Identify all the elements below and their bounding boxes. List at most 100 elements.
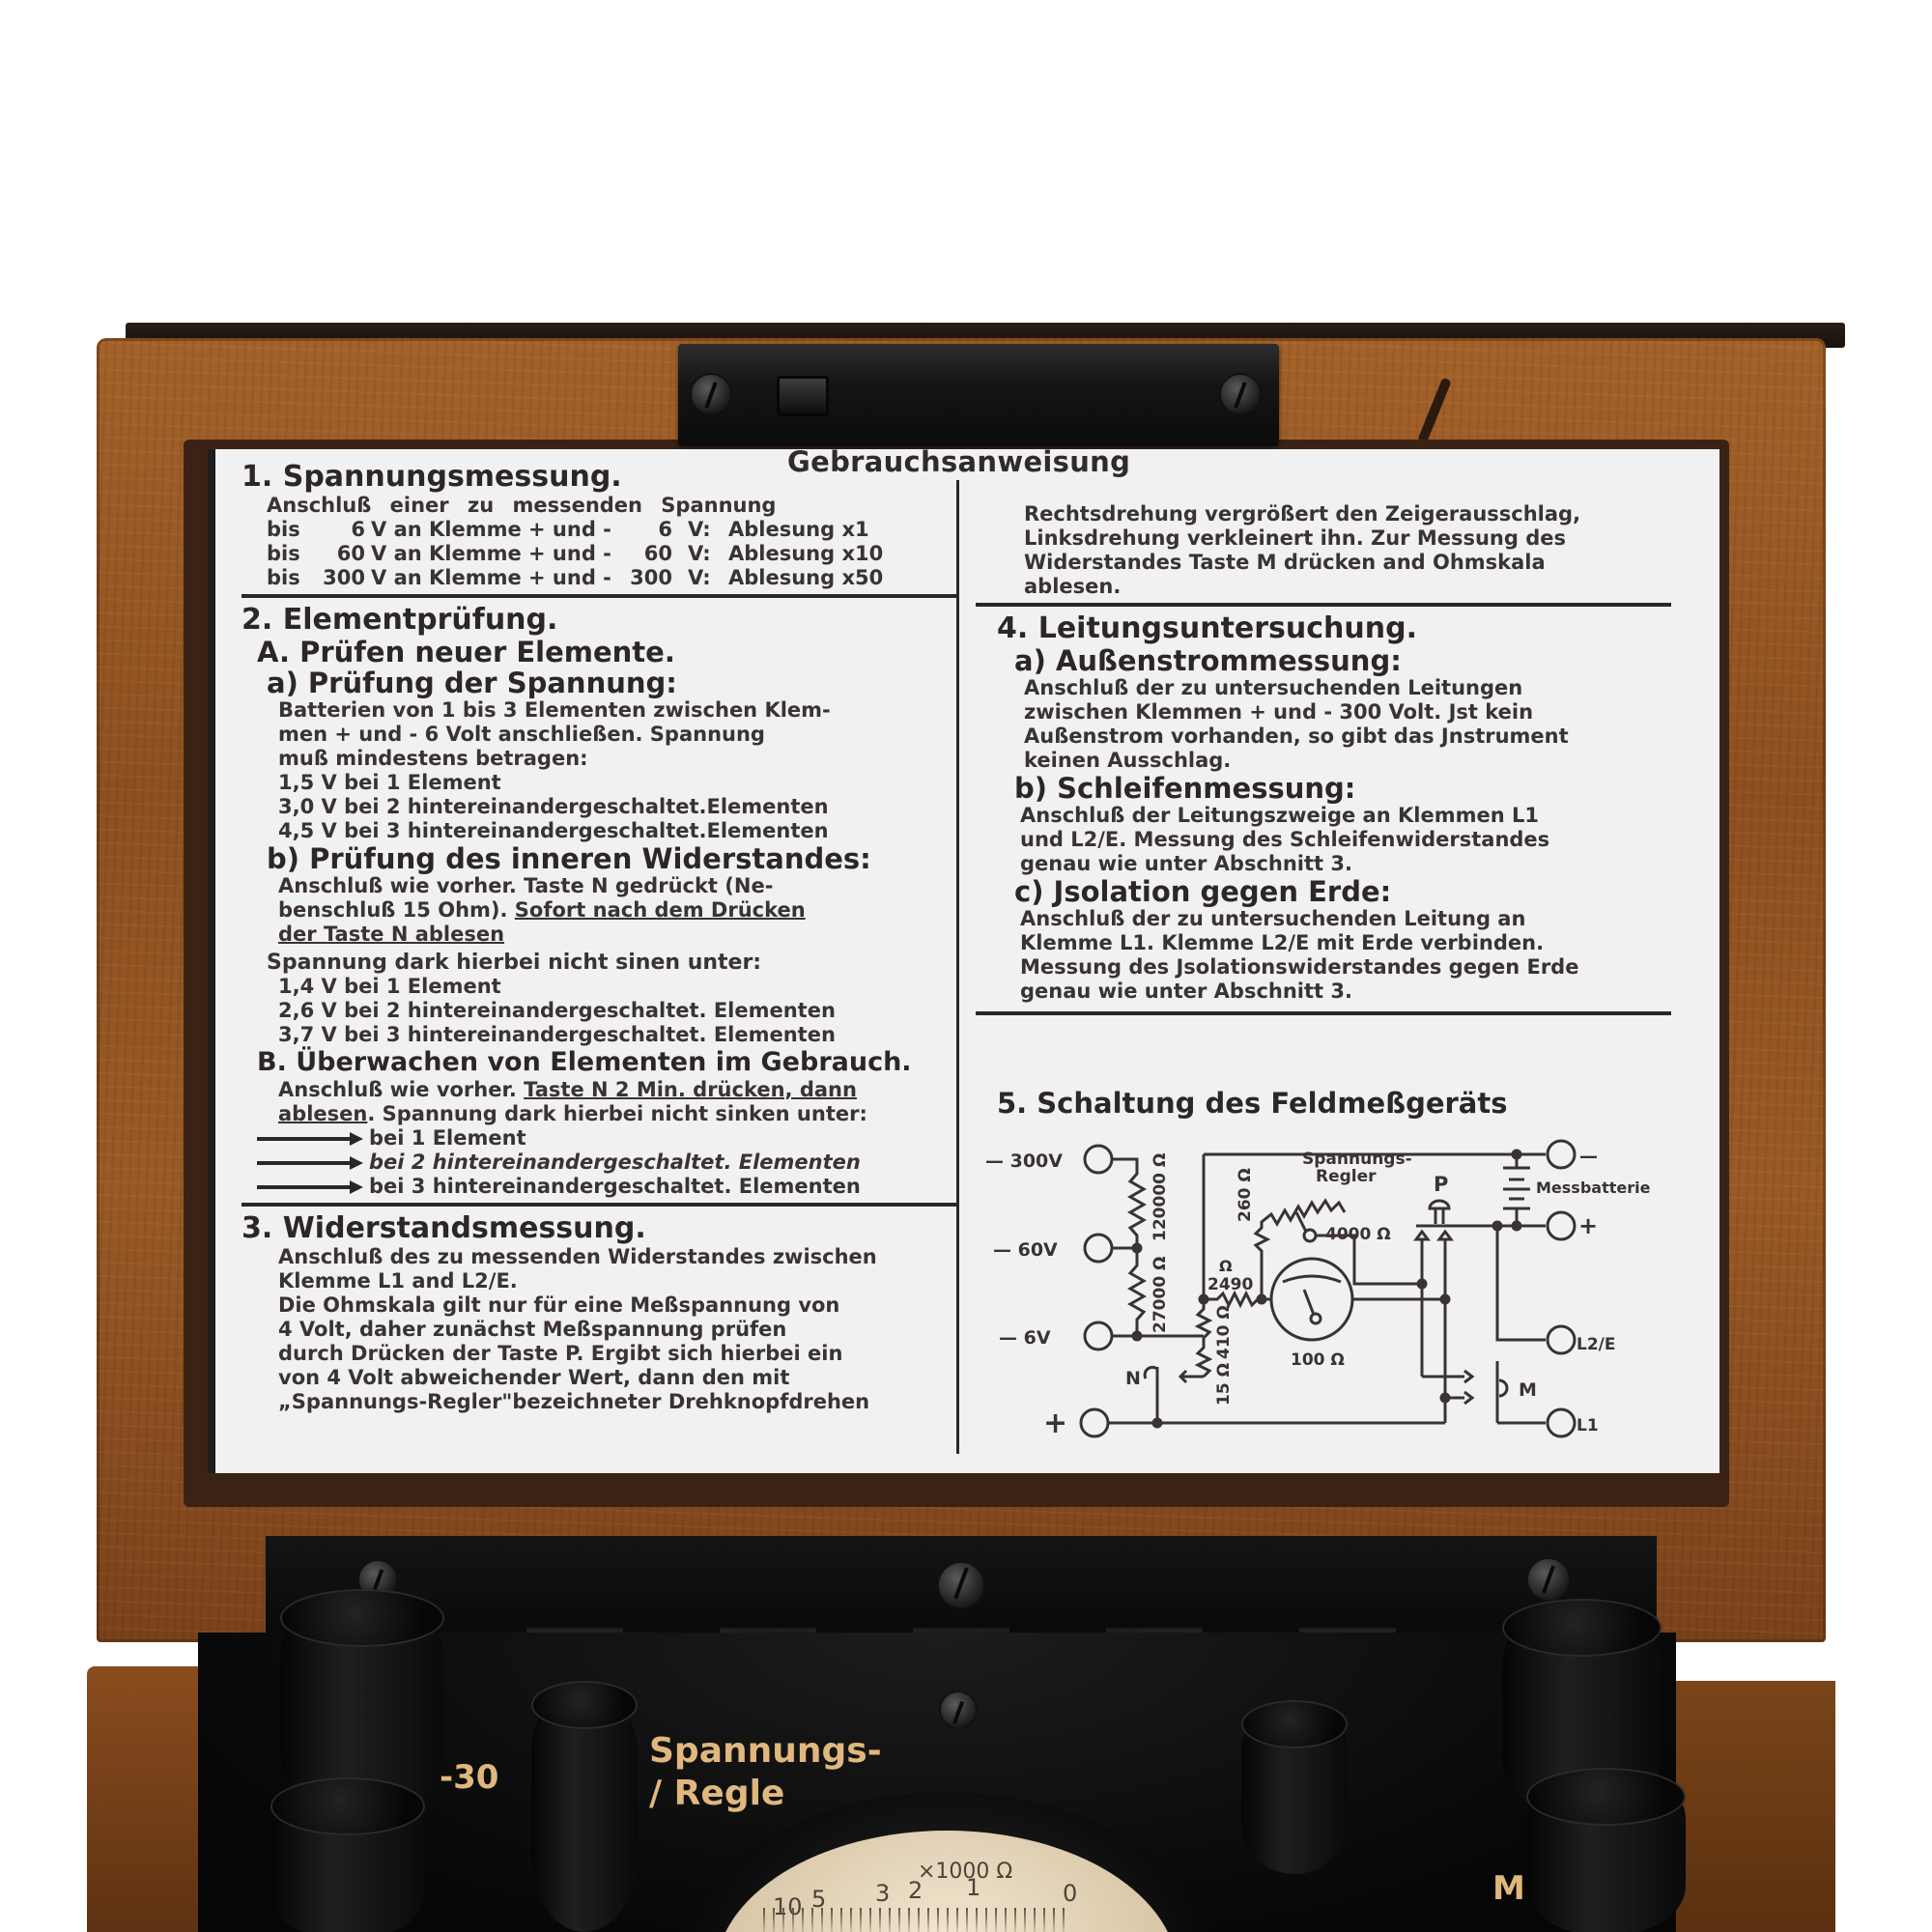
terminal-300v: — 300V [985, 1144, 1114, 1175]
screw-icon [937, 1561, 985, 1609]
cell-unit: V: [688, 518, 711, 541]
section-1-intro: Anschluß einer zu messenden Spannung [267, 494, 777, 517]
terminal-plus-left: + [1043, 1406, 1110, 1440]
text-line: und L2/E. Messung des Schleifenwiderstan… [1020, 828, 1550, 851]
section-4a-heading: a) Außenstrommessung: [1014, 644, 1402, 677]
section-2b-heading: B. Überwachen von Elementen im Gebrauch. [257, 1047, 912, 1077]
text-line: Linksdrehung verkleinert ihn. Zur Messun… [1024, 526, 1567, 550]
voltage-range-table: bis 6 V an Klemme + und - 6 V: Ablesung … [242, 518, 956, 590]
text-line: zwischen Klemmen + und - 300 Volt. Jst k… [1024, 700, 1534, 724]
cell-reading: Ablesung x50 [728, 566, 884, 589]
right-column: Rechtsdrehung vergrößert den Zeigeraussc… [976, 502, 1710, 1021]
screw-icon [1526, 1557, 1571, 1602]
text-line: 1,5 V bei 1 Element [278, 771, 501, 794]
text-underlined: ablesen [278, 1102, 368, 1125]
double-arrow-icon [257, 1155, 363, 1170]
lid-latch[interactable] [678, 344, 1279, 446]
section-2a-heading: A. Prüfen neuer Elemente. [257, 636, 675, 668]
text-line: 1,4 V bei 1 Element [278, 975, 501, 998]
svg-text:Regler: Regler [1316, 1167, 1377, 1186]
text-line: „Spannungs-Regler"bezeichneter Drehknopf… [278, 1390, 870, 1413]
section-1-heading: 1. Spannungsmessung. [242, 460, 622, 494]
cell-bis: bis [267, 542, 300, 565]
svg-text:100 Ω: 100 Ω [1291, 1350, 1345, 1370]
text-line: Anschluß des zu messenden Widerstandes z… [278, 1245, 877, 1268]
text-line: 2,6 V bei 2 hintereinandergeschaltet. El… [278, 999, 836, 1022]
section-rule [976, 1011, 1671, 1015]
triple-arrow-icon [257, 1179, 363, 1194]
svg-text:27000 Ω: 27000 Ω [1151, 1256, 1170, 1333]
latch-catch[interactable] [777, 376, 829, 416]
cell-reading: Ablesung x1 [728, 518, 869, 541]
text-line: ablesen. Spannung dark hierbei nicht sin… [242, 1102, 956, 1126]
svg-text:2490: 2490 [1208, 1275, 1253, 1294]
section-5-heading: 5. Schaltung des Feldmeßgeräts [997, 1087, 1508, 1120]
svg-text:Ω: Ω [1219, 1257, 1233, 1275]
terminal-6v: — 6V [999, 1321, 1114, 1351]
text-line: Die Ohmskala gilt nur für eine Meßspannu… [278, 1293, 840, 1317]
svg-text:—: — [1579, 1146, 1598, 1167]
section-2a-b-heading: b) Prüfung des inneren Widerstandes: [267, 842, 871, 875]
text-line: Anschluß wie vorher. Taste N gedrückt (N… [278, 874, 774, 897]
svg-text:L1: L1 [1577, 1416, 1599, 1435]
text-line: 4 Volt, daher zunächst Meßspannung prüfe… [278, 1318, 787, 1341]
cell-bis: bis [267, 518, 300, 541]
text-line: Außenstrom vorhanden, so gibt das Jnstru… [1024, 724, 1569, 748]
text-underlined: Taste N 2 Min. drücken, dann [524, 1078, 857, 1101]
svg-text:+: + [1578, 1212, 1598, 1239]
scale-label: 2 [908, 1877, 923, 1904]
schematic-diagram: — 300V — 60V — 6V + 120000 Ω 27000 Ω [985, 1139, 1651, 1440]
text-line: 3,7 V bei 3 hintereinandergeschaltet. El… [278, 1023, 836, 1046]
voltage-row: bis 300 V an Klemme + und - 300 V: Ables… [267, 566, 956, 590]
cell-unit: V: [688, 566, 711, 589]
text-line: men + und - 6 Volt anschließen. Spannung [278, 723, 765, 746]
voltage-row: bis 60 V an Klemme + und - 60 V: Ablesun… [267, 542, 956, 566]
arrow-row: bei 1 Element [242, 1126, 956, 1151]
card-title: Gebrauchsanweisung [787, 449, 1131, 478]
text-line: genau wie unter Abschnitt 3. [1020, 980, 1352, 1003]
svg-text:Spannungs-: Spannungs- [1302, 1150, 1412, 1169]
text-line: Anschluß der Leitungszweige an Klemmen L… [1020, 804, 1539, 827]
cell-voltage: 300 [323, 566, 365, 589]
meter-unit-label: ×1000 Ω [918, 1860, 1013, 1884]
text-line: Anschluß wie vorher. Taste N 2 Min. drüc… [242, 1078, 956, 1102]
text-line: benschluß 15 Ohm). Sofort nach dem Drück… [242, 898, 956, 923]
scale-label: 0 [1063, 1880, 1078, 1907]
section-rule [976, 603, 1671, 607]
voltage-row: bis 6 V an Klemme + und - 6 V: Ablesung … [267, 518, 956, 542]
push-button-p[interactable] [1241, 1700, 1348, 1874]
text-line: 4,5 V bei 3 hintereinandergeschaltet.Ele… [278, 819, 829, 842]
svg-text:— 60V: — 60V [993, 1239, 1058, 1261]
svg-text:N: N [1125, 1368, 1141, 1389]
text-plain: Anschluß wie vorher. [278, 1078, 525, 1101]
instruction-card: Gebrauchsanweisung 1. Spannungsmessung. … [208, 449, 1719, 1473]
terminal-knob-60v[interactable] [270, 1777, 425, 1932]
cell-bis: bis [267, 566, 300, 589]
terminal-60v: — 60V [993, 1233, 1114, 1264]
meter-scale-ticks [763, 1908, 1072, 1932]
section-rule [242, 1203, 956, 1207]
section-rule [242, 594, 956, 598]
section-4b-heading: b) Schleifenmessung: [1014, 772, 1356, 805]
left-column: 1. Spannungsmessung. Anschluß einer zu m… [242, 461, 956, 1414]
section-3-heading: 3. Widerstandsmessung. [242, 1211, 646, 1245]
scale-label: 5 [811, 1886, 827, 1913]
voltage-regulator-knob[interactable] [531, 1681, 638, 1932]
svg-text:+: + [1043, 1406, 1067, 1440]
arrow-row: bei 2 hintereinandergeschaltet. Elemente… [242, 1151, 956, 1175]
svg-text:M: M [1519, 1379, 1537, 1401]
text-line: Widerstandes Taste M drücken and Ohmskal… [1024, 551, 1546, 574]
svg-text:4000 Ω: 4000 Ω [1325, 1225, 1391, 1244]
section-4c-heading: c) Jsolation gegen Erde: [1014, 875, 1392, 908]
cell-reading: Ablesung x10 [728, 542, 884, 565]
svg-text:— 300V: — 300V [985, 1151, 1063, 1172]
text-underlined: Sofort nach dem Drücken [514, 898, 806, 922]
text-line: Anschluß der zu untersuchenden Leitung a… [1020, 907, 1526, 930]
cell-unit: V: [688, 542, 711, 565]
hinge-band [266, 1536, 1657, 1633]
text-line: Klemme L1 and L2/E. [278, 1269, 518, 1293]
terminal-knob-plus[interactable] [1526, 1768, 1686, 1932]
text-line: der Taste N ablesen [242, 923, 956, 947]
text-plain: benschluß 15 Ohm). [278, 898, 515, 922]
svg-text:15 Ω: 15 Ω [1214, 1363, 1234, 1406]
